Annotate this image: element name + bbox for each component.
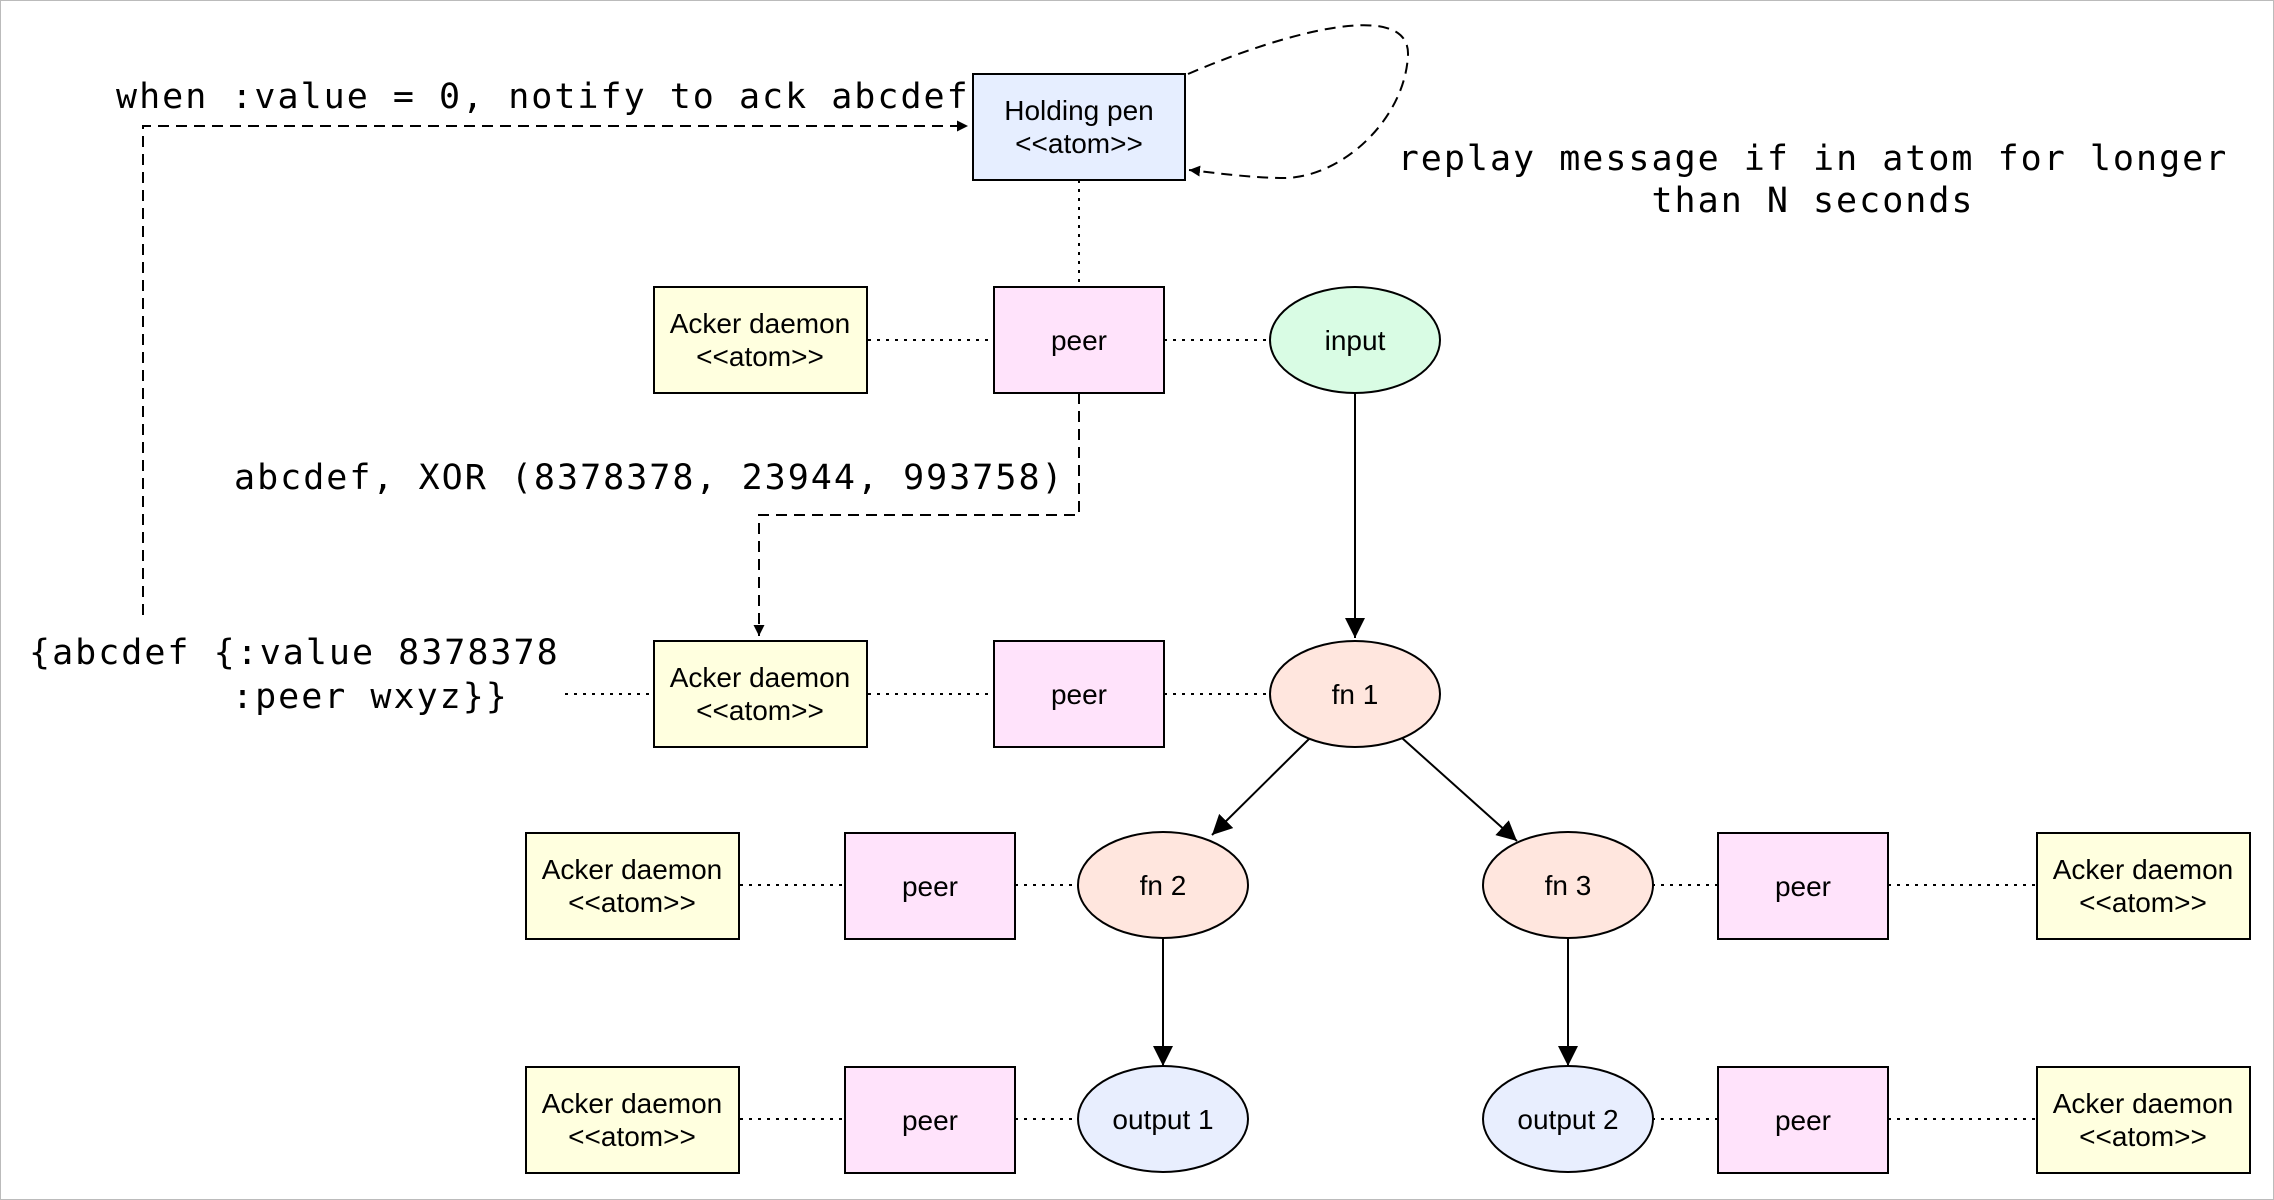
- acker-stereotype: <<atom>>: [568, 887, 696, 918]
- output1-node[interactable]: output 1: [1077, 1065, 1249, 1173]
- fn3-node[interactable]: fn 3: [1482, 831, 1654, 939]
- acker-daemon-mid[interactable]: Acker daemon <<atom>>: [653, 640, 868, 748]
- output2-label: output 2: [1517, 1104, 1618, 1135]
- peer-out2[interactable]: peer: [1717, 1066, 1889, 1174]
- xor-annotation: abcdef, XOR (8378378, 23944, 993758): [234, 458, 1065, 498]
- ack-map-line1: {abcdef {:value 8378378: [29, 633, 560, 673]
- flow-fn1-fn3: [1401, 737, 1518, 842]
- xor-arrow: [753, 393, 1080, 636]
- holding-pen-node[interactable]: Holding pen <<atom>>: [972, 73, 1186, 181]
- acker-daemon-out1[interactable]: Acker daemon <<atom>>: [525, 1066, 740, 1174]
- peer-label: peer: [1775, 1105, 1831, 1136]
- replay-annotation-line2: than N seconds: [1651, 181, 1974, 221]
- acker-label: Acker daemon: [542, 1088, 723, 1119]
- peer-label: peer: [1775, 871, 1831, 902]
- acker-label: Acker daemon: [670, 662, 851, 693]
- fn2-node[interactable]: fn 2: [1077, 831, 1249, 939]
- input-label: input: [1325, 325, 1386, 356]
- peer-label: peer: [902, 1105, 958, 1136]
- fn1-node[interactable]: fn 1: [1269, 640, 1441, 748]
- peer-fn2[interactable]: peer: [844, 832, 1016, 940]
- output1-label: output 1: [1112, 1104, 1213, 1135]
- peer-top[interactable]: peer: [993, 286, 1165, 394]
- fn1-label: fn 1: [1332, 679, 1379, 710]
- replay-loop-arrow: [1187, 24, 1410, 180]
- peer-fn3[interactable]: peer: [1717, 832, 1889, 940]
- acker-label: Acker daemon: [2053, 854, 2234, 885]
- peer-label: peer: [902, 871, 958, 902]
- acker-daemon-out2[interactable]: Acker daemon <<atom>>: [2036, 1066, 2251, 1174]
- connectors: [142, 24, 2037, 1120]
- notify-annotation: when :value = 0, notify to ack abcdef: [116, 77, 970, 117]
- peer-mid[interactable]: peer: [993, 640, 1165, 748]
- acker-daemon-top[interactable]: Acker daemon <<atom>>: [653, 286, 868, 394]
- acker-label: Acker daemon: [2053, 1088, 2234, 1119]
- input-node[interactable]: input: [1269, 286, 1441, 394]
- acker-daemon-fn3[interactable]: Acker daemon <<atom>>: [2036, 832, 2251, 940]
- acker-label: Acker daemon: [542, 854, 723, 885]
- flow-fn1-fn2: [1211, 737, 1311, 836]
- replay-annotation-line1: replay message if in atom for longer: [1398, 139, 2229, 179]
- acker-label: Acker daemon: [670, 308, 851, 339]
- peer-label: peer: [1051, 679, 1107, 710]
- output2-node[interactable]: output 2: [1482, 1065, 1654, 1173]
- ack-map-line2: :peer wxyz}}: [232, 677, 509, 717]
- fn2-label: fn 2: [1140, 870, 1187, 901]
- notify-arrow: [142, 120, 968, 615]
- acker-stereotype: <<atom>>: [696, 341, 824, 372]
- peer-label: peer: [1051, 325, 1107, 356]
- acker-stereotype: <<atom>>: [568, 1121, 696, 1152]
- acker-stereotype: <<atom>>: [696, 695, 824, 726]
- acker-stereotype: <<atom>>: [2079, 1121, 2207, 1152]
- holding-pen-stereotype: <<atom>>: [1015, 128, 1143, 159]
- holding-pen-label: Holding pen: [1004, 95, 1153, 126]
- fn3-label: fn 3: [1545, 870, 1592, 901]
- acker-daemon-fn2[interactable]: Acker daemon <<atom>>: [525, 832, 740, 940]
- peer-out1[interactable]: peer: [844, 1066, 1016, 1174]
- acker-stereotype: <<atom>>: [2079, 887, 2207, 918]
